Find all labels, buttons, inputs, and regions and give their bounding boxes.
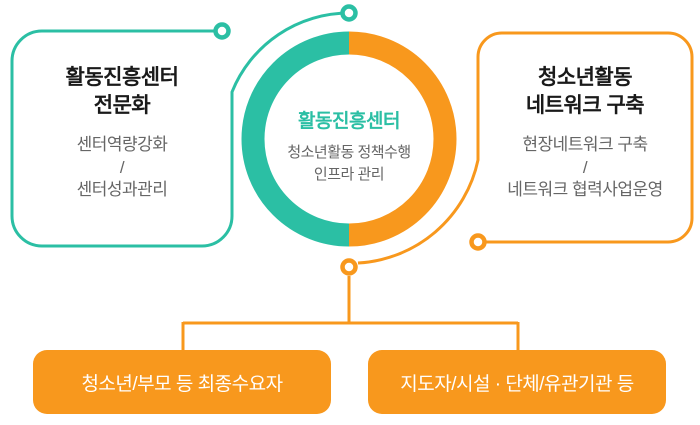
ring-left-half: [241, 31, 350, 247]
bottom-node-end-consumers: 청소년/부모 등 최종수요자: [33, 350, 331, 414]
left-node: 활동진흥센터 전문화 센터역량강화 / 센터성과관리: [12, 64, 232, 201]
right-node-subtitle: 현장네트워크 구축 / 네트워크 협력사업운영: [507, 135, 663, 199]
top-connector-dot-icon: [340, 4, 358, 22]
left-node-title: 활동진흥센터 전문화: [65, 66, 179, 117]
bottom-node-related-organizations: 지도자/시설 · 단체/유관기관 등: [368, 350, 666, 414]
left-node-border: [10, 11, 350, 248]
right-node-connector-dot-icon: [469, 233, 487, 251]
center-node-title: 활동진흥센터: [298, 111, 400, 132]
bottom-connector-lines: [181, 276, 520, 351]
bottom-connector-dot-icon: [340, 258, 358, 276]
right-node-title: 청소년활동 네트워크 구축: [525, 66, 645, 117]
left-node-subtitle: 센터역량강화 / 센터성과관리: [76, 135, 168, 199]
center-node: 활동진흥센터 청소년활동 정책수행 인프라 관리: [259, 106, 439, 186]
ring-right-half: [348, 31, 457, 247]
left-node-connector-dot-icon: [213, 22, 231, 40]
center-node-subtitle: 청소년활동 정책수행 인프라 관리: [287, 144, 411, 183]
right-node-border: [357, 31, 694, 265]
bottom-node-related-organizations-label: 지도자/시설 · 단체/유관기관 등: [400, 373, 634, 395]
bottom-node-end-consumers-label: 청소년/부모 등 최종수요자: [81, 373, 283, 395]
right-node: 청소년활동 네트워크 구축 현장네트워크 구축 / 네트워크 협력사업운영: [478, 64, 692, 201]
